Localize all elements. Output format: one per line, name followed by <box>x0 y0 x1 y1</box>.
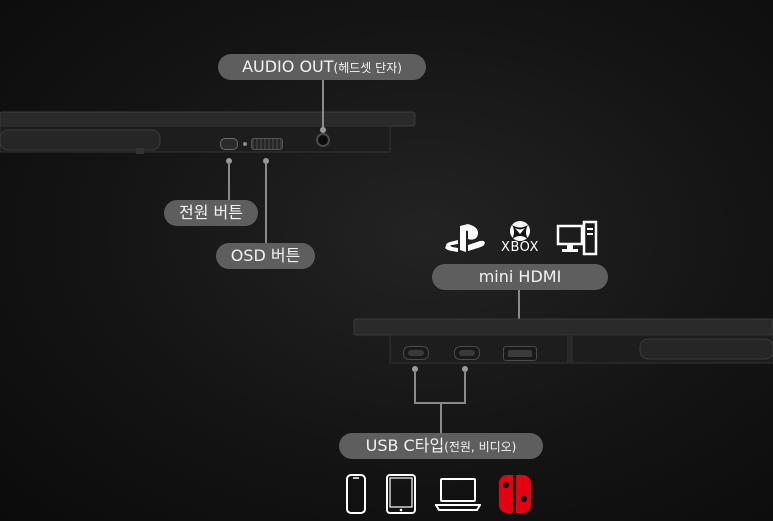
osd-button-label: OSD 버튼 <box>216 243 315 269</box>
audio-jack <box>316 133 330 147</box>
xbox-icon: XBOX <box>498 220 542 256</box>
playstation-icon <box>444 224 488 254</box>
smartphone-icon <box>345 473 367 515</box>
tablet-icon <box>385 473 417 515</box>
osd-connector-line <box>265 162 267 244</box>
mini-hdmi-label: mini HDMI <box>432 264 608 290</box>
mini-hdmi-port <box>503 346 537 361</box>
power-connector-dot <box>226 158 232 164</box>
led-indicator <box>243 142 247 146</box>
power-button <box>220 138 238 150</box>
laptop-icon <box>435 477 481 513</box>
audio-connector-line <box>322 80 324 130</box>
usbc-port-2 <box>454 346 480 360</box>
usbc-connector-dot-2 <box>462 366 468 372</box>
usbc-connector-dot-1 <box>412 366 418 372</box>
power-connector-line <box>228 162 230 200</box>
osd-toggle <box>251 138 283 150</box>
usbc-connector-line-2 <box>464 370 466 404</box>
xbox-wordmark: XBOX <box>501 240 539 255</box>
usbc-port-1 <box>403 346 429 360</box>
power-button-label: 전원 버튼 <box>164 200 258 226</box>
nintendo-switch-icon <box>497 473 533 515</box>
usbc-connector-stem <box>440 402 442 434</box>
audio-connector-dot <box>320 127 326 133</box>
usbc-connector-line-1 <box>414 370 416 404</box>
osd-connector-dot <box>263 158 269 164</box>
audio-out-label: AUDIO OUT(헤드셋 단자) <box>218 54 426 80</box>
usbc-label: USB C타입(전원, 비디오) <box>339 433 543 459</box>
desktop-pc-icon <box>556 220 598 256</box>
monitor-side-view-top <box>0 108 420 158</box>
monitor-side-view-bottom <box>350 315 773 367</box>
